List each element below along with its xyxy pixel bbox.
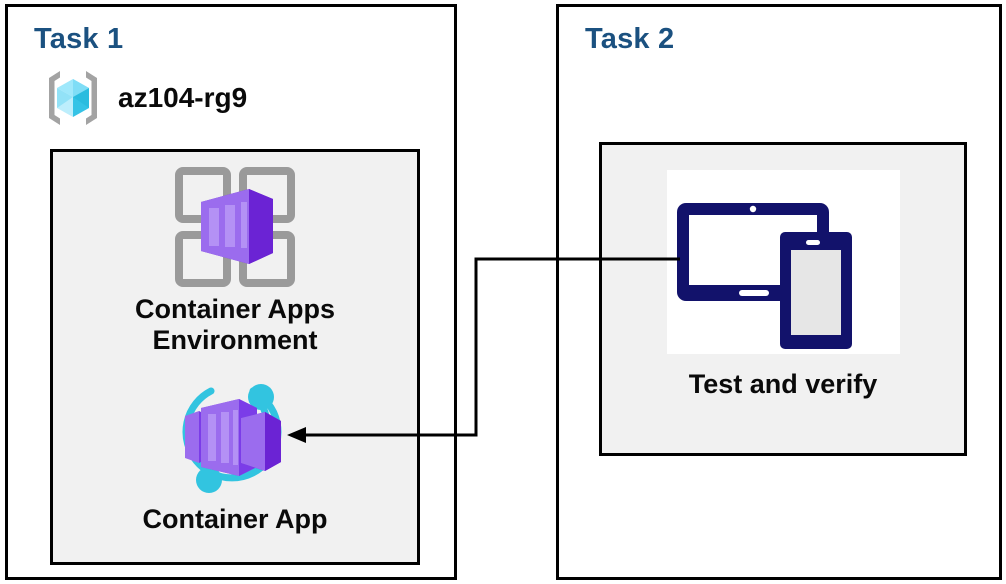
resource-group-header: az104-rg9	[42, 67, 247, 129]
test-and-verify-devices-icon	[667, 170, 900, 354]
azure-resource-group-icon	[42, 67, 104, 129]
container-apps-environment-icon	[173, 165, 297, 289]
container-app-icon	[171, 379, 299, 497]
task-1-panel: Task 1	[5, 4, 457, 580]
task-1-title: Task 1	[34, 23, 124, 55]
resource-group-label: az104-rg9	[118, 82, 248, 113]
test-and-verify-label: Test and verify	[688, 369, 878, 399]
container-app-label: Container App	[142, 504, 328, 534]
container-apps-environment-label: Container Apps Environment	[134, 294, 335, 356]
task-2-title: Task 2	[585, 23, 675, 55]
